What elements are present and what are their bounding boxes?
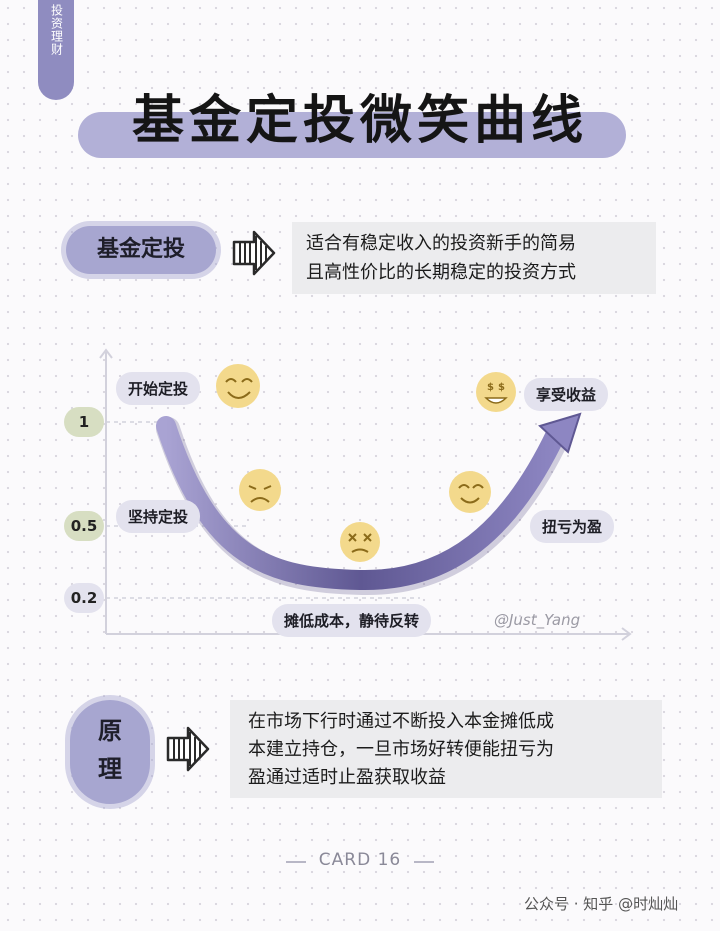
stage-enjoy-label: 享受收益 [524,378,609,411]
svg-text:$: $ [487,382,494,393]
y-tick-1: 1 [64,407,104,437]
definition-label: 基金定投 [96,237,185,262]
footer-dash-right [414,861,434,863]
principle-label-top: 原 [98,717,122,745]
category-tab: 投资理财 [38,0,74,100]
svg-text:$: $ [498,382,505,393]
principle-line-2: 本建立持仓，一旦市场好转便能扭亏为 [248,739,554,760]
category-tab-label: 投资理财 [49,4,64,56]
stage-bottom-label: 摊低成本，静待反转 [272,604,432,637]
smile-face-icon [449,471,491,513]
smile-curve-chart: $ $ [99,348,632,641]
y-tick-05: 0.5 [64,511,104,541]
principle-description: 在市场下行时通过不断投入本金摊低成 本建立持仓，一旦市场好转便能扭亏为 盈通过适… [230,700,662,798]
principle-label: 原 理 [70,712,150,788]
principle-line-3: 盈通过适时止盈获取收益 [248,767,446,788]
arrow-right-icon [232,230,276,276]
stage-recover-label: 扭亏为盈 [530,510,615,543]
definition-line-2: 且高性价比的长期稳定的投资方式 [306,262,576,283]
definition-description: 适合有稳定收入的投资新手的简易 且高性价比的长期稳定的投资方式 [292,222,656,294]
curve-arrowhead [538,412,582,454]
footer-dash-left [286,861,306,863]
principle-line-1: 在市场下行时通过不断投入本金摊低成 [248,711,554,732]
arrow-right-icon [166,726,210,772]
stage-start-label: 开始定投 [116,372,201,405]
happy-face-icon [216,364,260,408]
principle-pill [70,700,150,804]
author-watermark: @Just_Yang [494,611,581,629]
money-face-icon: $ $ [476,372,516,412]
definition-line-1: 适合有稳定收入的投资新手的简易 [306,233,576,254]
principle-label-bottom: 理 [98,755,122,783]
source-watermark: 公众号 · 知乎 @时灿灿 [524,895,679,913]
y-tick-02: 0.2 [64,583,104,613]
title-highlight [78,112,626,158]
worried-face-icon [239,469,281,511]
stage-hold-label: 坚持定投 [116,500,201,533]
dizzy-face-icon [340,522,380,562]
page-title: 基金定投微笑曲线 [131,91,588,151]
definition-pill [66,226,216,274]
smile-curve [156,416,566,591]
card-number: CARD 16 [318,850,402,870]
